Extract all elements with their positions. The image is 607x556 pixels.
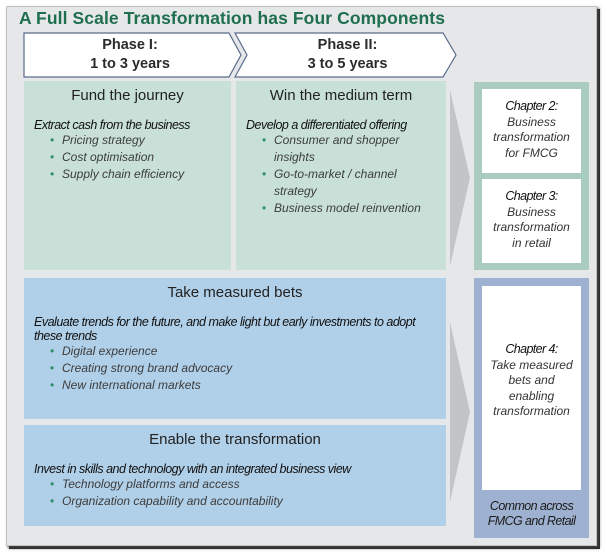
win-box-lead: Develop a differentiated offering	[246, 118, 407, 132]
common-label-line: Common across	[489, 499, 574, 513]
fund-box-title: Fund the journey	[71, 87, 184, 104]
list-item: Technology platforms and access	[34, 476, 426, 493]
phase-1-title: Phase I:	[102, 37, 158, 53]
fund-box-bullets: Pricing strategy Cost optimisation Suppl…	[34, 132, 231, 183]
chapter-3-heading: Chapter 3:	[505, 189, 558, 203]
phase-2-label: Phase II: 3 to 5 years	[245, 36, 450, 74]
take-measured-bets-box: Take measured bets Evaluate trends for t…	[24, 278, 446, 419]
chapter-3-card: Chapter 3: Business transformation in re…	[482, 179, 581, 263]
chapter-2-text-line: Business	[507, 114, 556, 129]
common-across-label: Common across FMCG and Retail	[474, 499, 589, 529]
phase-1-duration: 1 to 3 years	[90, 56, 170, 72]
common-label-line: FMCG and Retail	[487, 514, 576, 528]
chapter-2-text-line: for FMCG	[505, 145, 558, 160]
chapter-4-heading: Chapter 4:	[505, 342, 558, 356]
diagram-title: A Full Scale Transformation has Four Com…	[19, 8, 446, 28]
chapter-4-text-line: enabling	[508, 388, 555, 403]
enable-box-bullets: Technology platforms and access Organiza…	[34, 476, 426, 510]
chapter-4-card: Chapter 4: Take measured bets and enabli…	[482, 286, 581, 490]
phase-1-chevron	[23, 32, 242, 78]
chapter-2-card: Chapter 2: Business transformation for F…	[482, 89, 581, 173]
list-item: Organization capability and accountabili…	[34, 493, 426, 510]
chapter-3-text-line: in retail	[512, 235, 551, 250]
list-item: Consumer and shopper insights	[246, 132, 436, 166]
chapter-4-frame: Chapter 4: Take measured bets and enabli…	[474, 278, 589, 538]
phase-2-chevron	[233, 32, 457, 78]
fund-the-journey-box: Fund the journey Extract cash from the b…	[24, 81, 231, 270]
chevron-right-icon	[450, 90, 470, 266]
transition-arrow-bottom	[450, 322, 470, 502]
enable-box-lead: Invest in skills and technology with an …	[34, 462, 351, 476]
phase-2-title: Phase II:	[317, 37, 378, 53]
transition-arrow-top	[450, 90, 470, 266]
chapter-2-text-line: transformation	[493, 130, 570, 144]
chapter-4-text-line: transformation	[493, 404, 570, 418]
bets-box-title: Take measured bets	[167, 284, 303, 301]
list-item: Go-to-market / channel strategy	[246, 166, 436, 200]
chapter-4-text-line: Take measured	[490, 357, 573, 372]
chapters-2-3-frame: Chapter 2: Business transformation for F…	[474, 82, 589, 270]
phase-2-duration: 3 to 5 years	[307, 56, 388, 72]
phase-1-label: Phase I: 1 to 3 years	[24, 36, 236, 74]
list-item: Supply chain efficiency	[34, 166, 231, 183]
chapter-3-text-line: Business	[507, 204, 556, 219]
list-item: Pricing strategy	[34, 132, 231, 149]
list-item: Cost optimisation	[34, 149, 231, 166]
bets-box-bullets: Digital experience Creating strong brand…	[34, 343, 426, 394]
chapter-3-text-line: transformation	[493, 220, 570, 234]
enable-box-title: Enable the transformation	[149, 431, 321, 448]
list-item: New international markets	[34, 377, 426, 394]
win-box-title: Win the medium term	[269, 87, 413, 104]
chapter-4-text-line: bets and	[508, 373, 555, 387]
list-item: Digital experience	[34, 343, 426, 360]
list-item: Business model reinvention	[246, 200, 436, 217]
chapter-2-heading: Chapter 2:	[505, 99, 558, 113]
phase-chevrons	[23, 32, 457, 78]
win-box-bullets: Consumer and shopper insights Go-to-mark…	[246, 132, 436, 217]
list-item: Creating strong brand advocacy	[34, 360, 426, 377]
chevron-right-icon	[450, 322, 470, 502]
enable-transformation-box: Enable the transformation Invest in skil…	[24, 425, 446, 526]
fund-box-lead: Extract cash from the business	[34, 118, 190, 132]
bets-box-lead: Evaluate trends for the future, and make…	[34, 315, 416, 343]
win-medium-term-box: Win the medium term Develop a differenti…	[236, 81, 446, 270]
